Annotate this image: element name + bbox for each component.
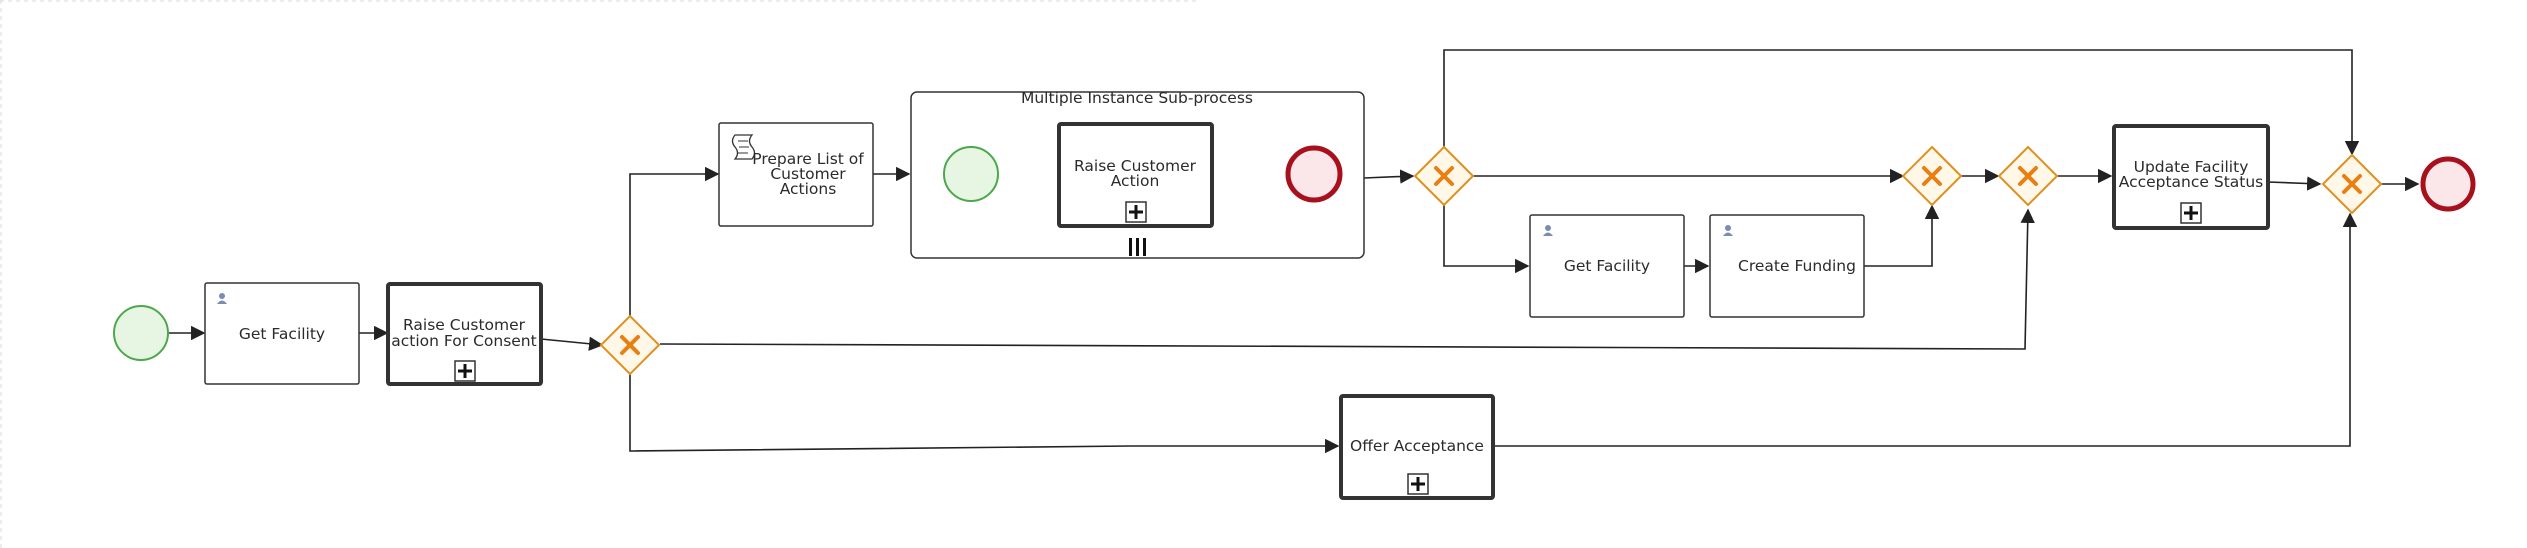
script-task-icon	[731, 134, 756, 160]
expand-marker-icon[interactable]	[1407, 473, 1429, 495]
expand-marker-icon[interactable]	[1125, 201, 1147, 223]
user-task-icon	[1723, 225, 1733, 236]
gateway-x-icon	[1922, 166, 1942, 186]
task-prepare-list-label-line3: Actions	[780, 180, 837, 198]
flow-create-funding-to-join-gateway[interactable]	[1864, 204, 1940, 267]
raise-customer-action-label-line2: Action	[1111, 172, 1160, 190]
exclusive-gateway-2[interactable]	[1413, 145, 1475, 207]
subprocess-raise-customer-action[interactable]: Raise Customer Action	[1057, 122, 1214, 228]
gateway-x-icon	[2018, 166, 2038, 186]
user-task-icon	[1543, 225, 1553, 236]
end-event[interactable]	[2420, 156, 2476, 212]
task-get-facility-label: Get Facility	[239, 325, 325, 343]
subprocess-raise-consent-label-line1: Raise Customer	[403, 316, 526, 334]
exclusive-gateway-1[interactable]	[599, 314, 661, 376]
subprocess-end-event[interactable]	[1285, 145, 1343, 203]
update-facility-label-line1: Update Facility	[2134, 158, 2249, 176]
exclusive-gateway-3[interactable]	[1901, 145, 1963, 207]
task-get-facility-2-label: Get Facility	[1564, 257, 1650, 275]
gateway-x-icon	[1434, 166, 1454, 186]
offer-acceptance-label: Offer Acceptance	[1350, 437, 1484, 455]
subprocess-raise-consent[interactable]: Raise Customer action For Consent	[386, 282, 543, 386]
subprocess-offer-acceptance[interactable]: Offer Acceptance	[1339, 394, 1495, 500]
raise-customer-action-label-line1: Raise Customer	[1074, 157, 1197, 175]
flow-subprocess-to-split-gateway[interactable]	[1363, 169, 1415, 184]
user-task-icon	[217, 293, 227, 304]
expand-marker-icon[interactable]	[454, 360, 476, 382]
task-prepare-list-label-line1: Prepare List of	[752, 150, 864, 168]
exclusive-gateway-4[interactable]	[1997, 145, 2059, 207]
flow-gateway-to-offer-acceptance[interactable]	[629, 374, 1340, 454]
flow-offer-acceptance-to-final-gateway[interactable]	[1493, 212, 2358, 447]
multi-instance-parallel-marker-icon	[1129, 238, 1146, 256]
expand-marker-icon[interactable]	[2180, 202, 2202, 224]
task-prepare-list[interactable]: Prepare List of Customer Actions	[718, 122, 874, 227]
task-create-funding[interactable]: Create Funding	[1709, 214, 1865, 318]
multi-instance-subprocess-title: Multiple Instance Sub-process	[1021, 89, 1253, 107]
task-prepare-list-label-line2: Customer	[770, 165, 846, 183]
subprocess-start-event[interactable]	[943, 146, 999, 202]
task-get-facility-2[interactable]: Get Facility	[1529, 214, 1685, 318]
subprocess-update-facility-status[interactable]: Update Facility Acceptance Status	[2112, 124, 2270, 230]
gateway-x-icon	[2342, 174, 2362, 194]
start-event[interactable]	[113, 305, 169, 361]
subprocess-raise-consent-label-line2: action For Consent	[391, 332, 536, 350]
task-create-funding-label: Create Funding	[1738, 257, 1856, 275]
exclusive-gateway-final[interactable]	[2321, 153, 2383, 215]
flow-split-gateway-to-get-facility-2[interactable]	[1443, 205, 1530, 274]
gateway-x-icon	[620, 335, 640, 355]
flow-gateway-to-prepare-list[interactable]	[629, 166, 720, 316]
flow-raise-consent-to-gateway[interactable]	[540, 336, 604, 351]
flow-split-gateway-to-final-gateway[interactable]	[1443, 49, 2360, 156]
flow-gateway-to-merge-gateway[interactable]	[659, 208, 2035, 350]
update-facility-label-line2: Acceptance Status	[2119, 173, 2264, 191]
multi-instance-subprocess[interactable]: Multiple Instance Sub-process Raise Cust…	[910, 89, 1365, 259]
task-get-facility[interactable]: Get Facility	[204, 282, 360, 385]
sequence-flows	[169, 49, 2420, 454]
flow-update-status-to-final-gateway[interactable]	[2267, 176, 2322, 191]
